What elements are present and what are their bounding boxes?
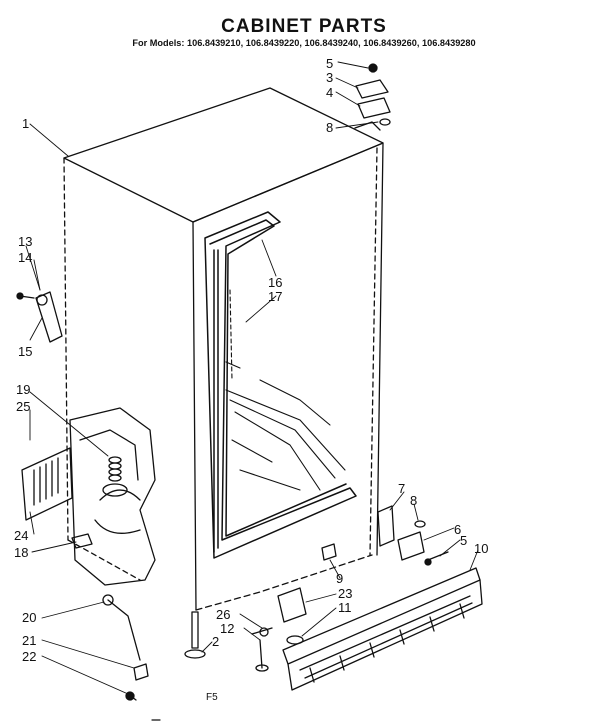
callout-4: 4 bbox=[326, 85, 333, 100]
callout-labels: 5 3 4 8 1 16 17 13 14 15 19 25 24 18 7 8… bbox=[14, 56, 488, 703]
callout-26: 26 bbox=[216, 607, 230, 622]
leveling-parts bbox=[251, 543, 337, 672]
cabinet-shell bbox=[63, 87, 384, 611]
grille-plate bbox=[21, 447, 73, 521]
hinge-pin-assembly bbox=[16, 291, 63, 343]
leader-lines bbox=[25, 61, 479, 695]
callout-11: 11 bbox=[338, 600, 352, 615]
callout-8: 8 bbox=[326, 120, 333, 135]
callout-7: 7 bbox=[398, 481, 405, 496]
callout-13: 13 bbox=[18, 234, 32, 249]
callout-20: 20 bbox=[22, 610, 36, 625]
callout-15: 15 bbox=[18, 344, 32, 359]
liner-contours bbox=[225, 289, 346, 491]
callout-21: 21 bbox=[22, 633, 36, 648]
callout-16: 16 bbox=[268, 275, 282, 290]
callout-25: 25 bbox=[16, 399, 30, 414]
callout-5: 5 bbox=[326, 56, 333, 71]
callout-12: 12 bbox=[220, 621, 234, 636]
leg-assembly bbox=[102, 594, 206, 701]
model-list: For Models: 106.8439210, 106.8439220, 10… bbox=[132, 38, 476, 48]
callout-3: 3 bbox=[326, 70, 333, 85]
diagram-title: CABINET PARTS bbox=[221, 16, 387, 37]
callout-6: 6 bbox=[454, 522, 461, 537]
callout-23: 23 bbox=[338, 586, 352, 601]
callout-1: 1 bbox=[22, 116, 29, 131]
callout-5b: 5 bbox=[460, 533, 467, 548]
grommet-spring bbox=[102, 456, 128, 497]
callout-24: 24 bbox=[14, 528, 28, 543]
callout-17: 17 bbox=[268, 289, 282, 304]
callout-10: 10 bbox=[474, 541, 488, 556]
callout-2: 2 bbox=[212, 634, 219, 649]
clip-part bbox=[71, 533, 93, 549]
callout-22: 22 bbox=[22, 649, 36, 664]
compressor-bracket bbox=[69, 407, 156, 586]
callout-8b: 8 bbox=[410, 493, 417, 508]
callout-19: 19 bbox=[16, 382, 30, 397]
callout-14: 14 bbox=[18, 250, 32, 265]
door-gasket bbox=[204, 211, 357, 559]
callout-18: 18 bbox=[14, 545, 28, 560]
toe-grille bbox=[282, 567, 483, 691]
top-hinge-assembly bbox=[355, 63, 391, 126]
callout-9: 9 bbox=[336, 571, 343, 586]
figure-code: F5 bbox=[206, 692, 218, 703]
bottom-hinge-assembly bbox=[377, 505, 449, 566]
